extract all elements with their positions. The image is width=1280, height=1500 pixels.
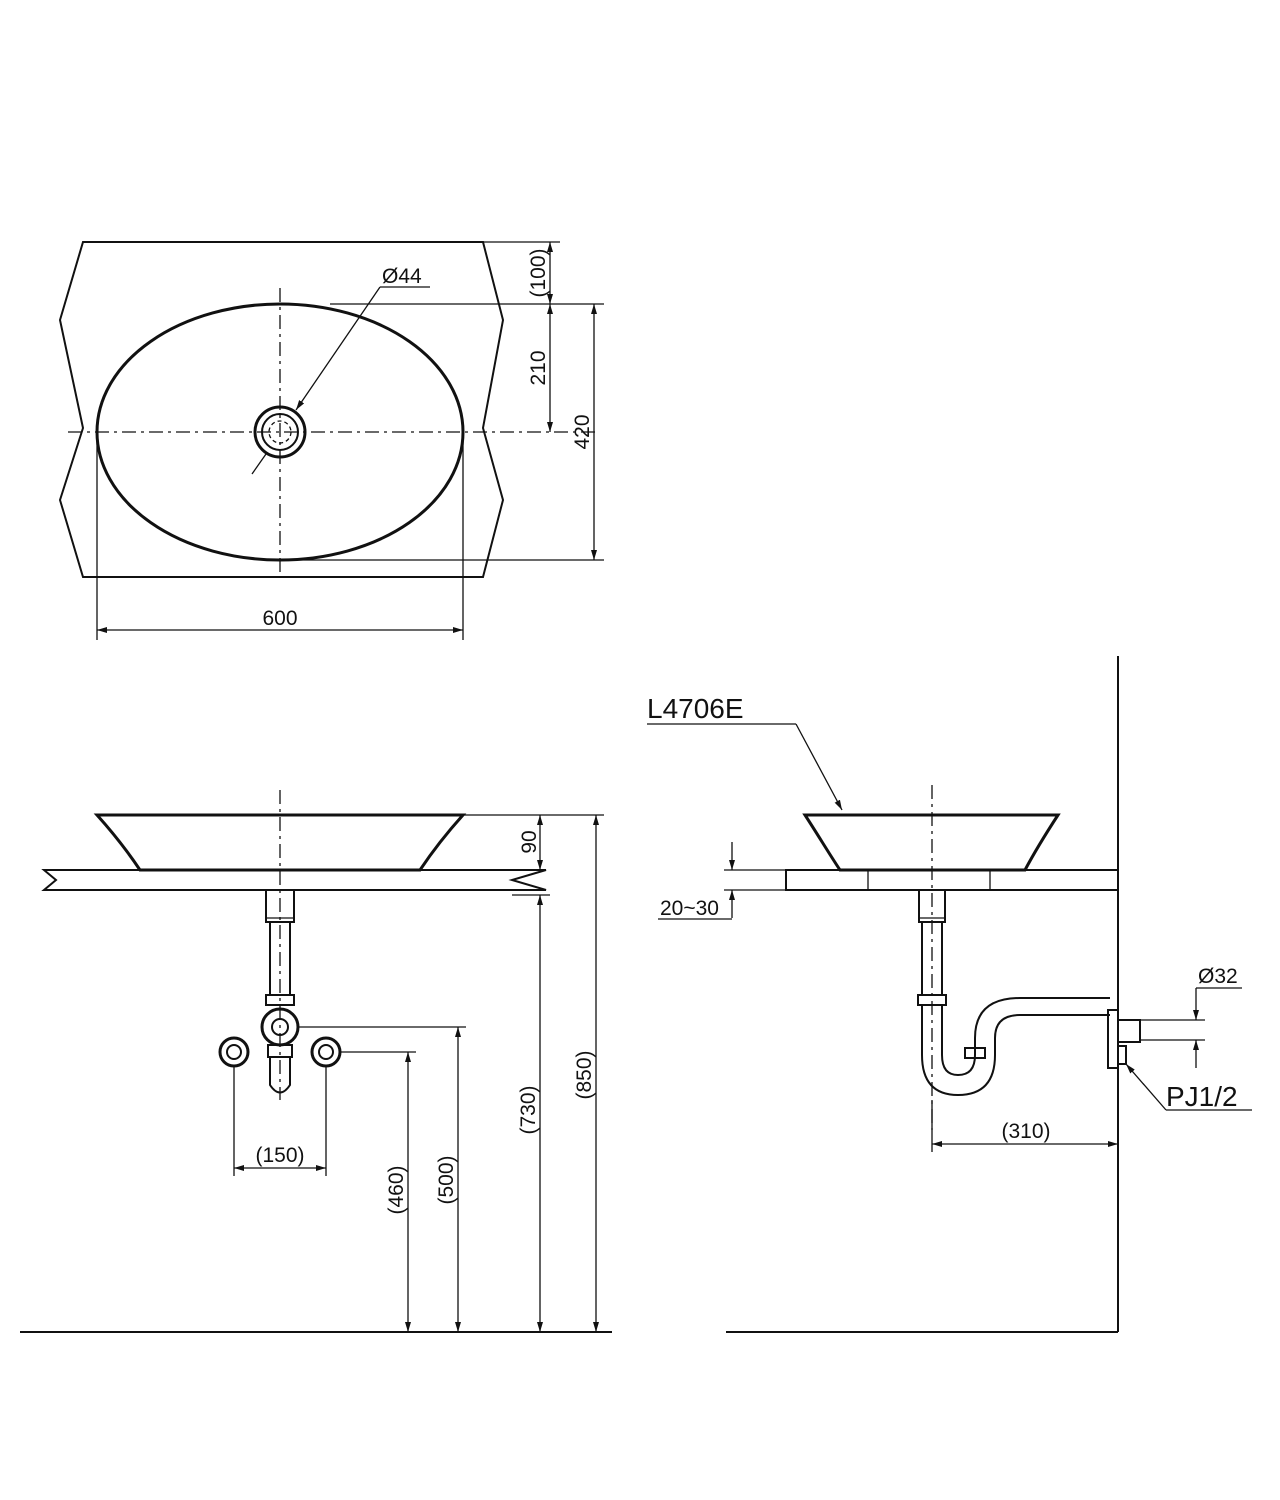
counter-slab-side — [785, 869, 1119, 891]
dim-rim-height: (850) — [573, 1050, 596, 1099]
drain-diameter-label: Ø44 — [382, 265, 422, 288]
drain-leader-tail — [251, 453, 267, 475]
countertop-outline — [58, 241, 505, 578]
supply-valve-left-icon — [218, 1036, 250, 1068]
front-view: 90 (730) (850) (500) (460) (150) — [20, 790, 612, 1333]
dim-counter-thickness: 20~30 — [660, 897, 719, 920]
side-view: L4706E 20~30 — [647, 656, 1252, 1333]
dim-depth: 420 — [571, 414, 594, 449]
drain-leader — [295, 286, 381, 411]
top-view: Ø44 (100) 210 420 600 — [58, 241, 604, 640]
wall-flange-icon — [1107, 1009, 1141, 1069]
dim-bowl-height: 90 — [518, 830, 541, 853]
dim-trap-height: (500) — [435, 1155, 458, 1204]
dim-to-center: 210 — [527, 350, 550, 385]
dim-back-setback: (100) — [527, 248, 550, 297]
p-trap-side — [917, 889, 1110, 1097]
dim-supply-spacing: (150) — [255, 1144, 304, 1167]
dim-width: 600 — [262, 607, 297, 630]
drain-icon — [253, 405, 307, 459]
model-leader — [795, 723, 843, 811]
counter-slab — [41, 869, 547, 891]
dim-supply-height: (460) — [385, 1165, 408, 1214]
connection-leader — [1125, 1063, 1167, 1111]
model-label: L4706E — [647, 693, 744, 724]
connection-label: PJ1/2 — [1166, 1081, 1238, 1112]
dim-counter-height: (730) — [517, 1085, 540, 1134]
dim-outlet-diameter: Ø32 — [1198, 965, 1238, 988]
supply-valve-right-icon — [310, 1036, 342, 1068]
dim-wall-offset: (310) — [1001, 1120, 1050, 1143]
